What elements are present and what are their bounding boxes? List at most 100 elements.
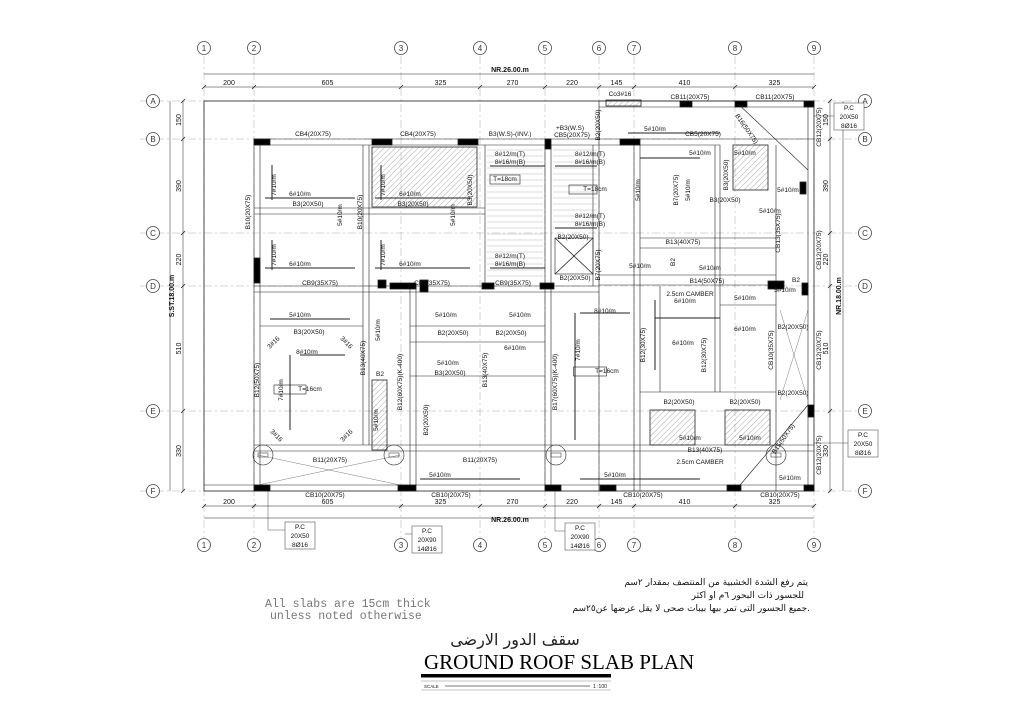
vertical-beam-label: B10(20X75) [357, 195, 364, 230]
beam-label: 2.5cm CAMBER [676, 459, 724, 466]
dimension-top: 270 [507, 80, 519, 87]
beam-label: T=16cm [298, 386, 322, 393]
column [799, 181, 807, 195]
rebar-label: 5#10/m [437, 360, 459, 367]
dimension-bottom: 325 [769, 499, 781, 506]
column [679, 100, 693, 108]
grid-label-column: 1 [202, 44, 207, 53]
grid-label-row: B [862, 135, 867, 144]
rebar-label: 7#10/m [271, 174, 278, 196]
dimension-top: 325 [769, 80, 781, 87]
rebar-label: 5#10/m [375, 319, 382, 341]
beam-label: CB10(20X75) [623, 492, 662, 499]
total-dimension-left: S.ST.18.00.m [169, 275, 176, 317]
dimension-top: 605 [322, 80, 334, 87]
column [803, 100, 815, 108]
grid-label-row: A [862, 97, 868, 106]
column [253, 484, 271, 492]
vertical-beam-label: B12(60X75)(K-400) [397, 354, 404, 410]
beam-label: CB4(20X75) [295, 131, 331, 138]
grid-label-row: C [862, 229, 868, 238]
pile-cap-bars: 14Ø16 [570, 543, 590, 550]
grid-bubble-column [627, 41, 641, 55]
dimension-top: 410 [679, 80, 691, 87]
rebar-label: 3#16 [266, 335, 281, 350]
grid-label-row: F [151, 487, 156, 496]
grid-label-row: A [150, 97, 156, 106]
grid-bubble-column [394, 41, 408, 55]
grid-bubble-column [394, 538, 408, 552]
grid-bubble-column [473, 538, 487, 552]
rebar-label: 6#10/m [289, 191, 311, 198]
grid-label-column: 4 [478, 541, 483, 550]
beam-label: B2(20X50) [495, 330, 526, 337]
rebar-label: 5#10/m [759, 208, 781, 215]
column [457, 138, 479, 146]
rebar-label: 8#16/m(B) [575, 221, 605, 228]
rebar-label: 7#10/m [575, 339, 582, 361]
rebar-label: 7#10/m [278, 379, 285, 401]
column [726, 484, 742, 492]
rebar-label: 5#10/m [429, 472, 451, 479]
column [807, 404, 815, 418]
grid-bubble-row [146, 94, 160, 108]
hatched-slab-area [732, 144, 769, 191]
vertical-beam-label: CB12(20X75) [816, 230, 823, 269]
grid-label-column: 8 [733, 44, 738, 53]
grid-bubble-row [146, 404, 160, 418]
vertical-beam-label: B12(50X75) [254, 363, 261, 398]
dimension-right: 390 [823, 180, 830, 192]
column [371, 138, 393, 146]
pile-cap-size: 20X50 [840, 114, 859, 121]
grid-bubble-row [858, 226, 872, 240]
title-underline [421, 674, 611, 678]
dimension-right: 150 [823, 114, 830, 126]
rebar-label: 6#10/m [289, 261, 311, 268]
grid-bubble-column [592, 41, 606, 55]
rebar-label: 5#10/m [604, 472, 626, 479]
vertical-beam-label: B7(20X75) [673, 174, 680, 205]
rebar-label: 5#10/m [734, 295, 756, 302]
grid-bubble-column [627, 538, 641, 552]
column [481, 282, 495, 290]
pipe-opening [765, 444, 787, 466]
vertical-beam-label: CB12(20X75) [816, 330, 823, 369]
pile-cap-bars: 14Ø16 [417, 546, 437, 553]
rebar-label: 5#10/m [289, 312, 311, 319]
grid-bubble-column [247, 538, 261, 552]
rebar-label: 8#10/m [594, 308, 616, 315]
grid-label-column: 5 [543, 541, 548, 550]
grid-bubble-column [538, 41, 552, 55]
rebar-label: 5#10/m [509, 312, 531, 319]
beam-label: B3(20X50) [293, 329, 324, 336]
note-arabic-3: جميع الجسور التى تمر بيها بيبات صحى لا ي… [573, 604, 810, 614]
column [544, 138, 552, 150]
grid-label-column: 9 [812, 541, 817, 550]
grid-bubble-row [858, 484, 872, 498]
beam-label: B11(20X75) [313, 457, 347, 464]
column [397, 484, 417, 492]
vertical-beam-label: B2(20X50) [595, 109, 602, 140]
vertical-beam-label: B12(30X75) [640, 328, 647, 363]
dimension-left: 150 [176, 114, 183, 126]
total-dimension-bottom: NR.26.00.m [491, 517, 529, 524]
rebar-label: 6#10/m [399, 191, 421, 198]
rebar-label: 5#10/m [734, 150, 756, 157]
rebar-label: 8#12/m(T) [575, 213, 605, 220]
beam-label: B2(20X50) [777, 390, 808, 397]
beam-label: B14(50X75) [690, 278, 725, 285]
dimension-bottom: 325 [435, 499, 447, 506]
note-arabic-1: يتم رفع الشدة الخشبية من المنتصف بمقدار … [624, 578, 808, 588]
beam-label: Co3#16 [609, 91, 632, 98]
scale-label: SCALE [424, 684, 439, 689]
drawing-title: GROUND ROOF SLAB PLAN [424, 650, 694, 674]
vertical-beam-label: B2 [670, 258, 677, 266]
grid-label-row: E [150, 407, 155, 416]
rebar-label: 8#10/m [296, 349, 318, 356]
hatched-slab-area [724, 409, 771, 446]
dimension-bottom: 145 [611, 499, 623, 506]
